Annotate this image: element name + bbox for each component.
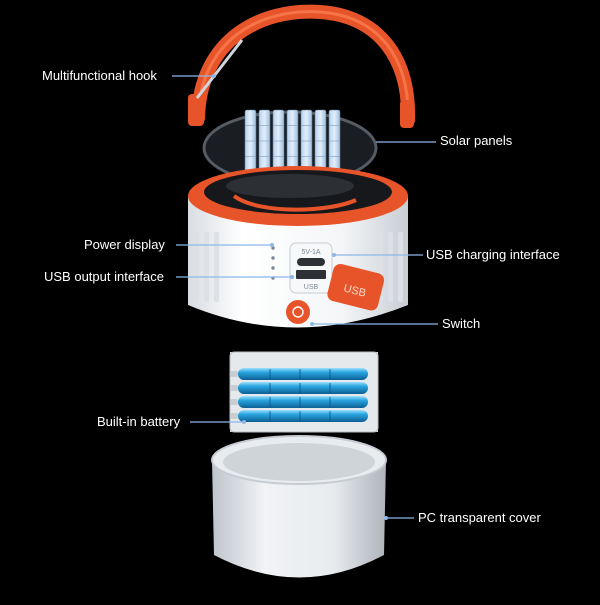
label-built-in-battery: Built-in battery [97,414,181,429]
body-rib [204,232,209,302]
body-rib [214,232,219,302]
label-multifunctional-hook: Multifunctional hook [42,68,157,83]
battery-cell [230,396,368,408]
switch-button[interactable] [286,300,310,324]
label-pc-transparent-cover: PC transparent cover [418,510,541,525]
port-usb-text: USB [304,284,319,291]
usb-cap-text: USB [342,283,367,300]
usb-cap: USB [327,263,385,311]
transparent-cover [211,435,387,578]
body-rib [388,232,393,302]
solar-panel-disk [202,109,378,186]
battery-cell [230,368,368,380]
leader-lines [172,74,438,520]
battery-cell [230,410,368,422]
label-power-display: Power display [84,237,165,252]
label-solar-panels: Solar panels [440,133,513,148]
body-rib [194,232,199,302]
battery-holder [229,351,379,433]
hook-handle [188,4,416,128]
lamp-head-body: 5V-1A USB USB [188,166,408,328]
body-rib [398,232,403,302]
label-usb-output-interface: USB output interface [44,269,164,284]
label-switch: Switch [442,316,481,331]
port-rating-text: 5V-1A [301,249,320,256]
battery-cell [230,382,368,394]
label-usb-charging-interface: USB charging interface [426,247,560,262]
